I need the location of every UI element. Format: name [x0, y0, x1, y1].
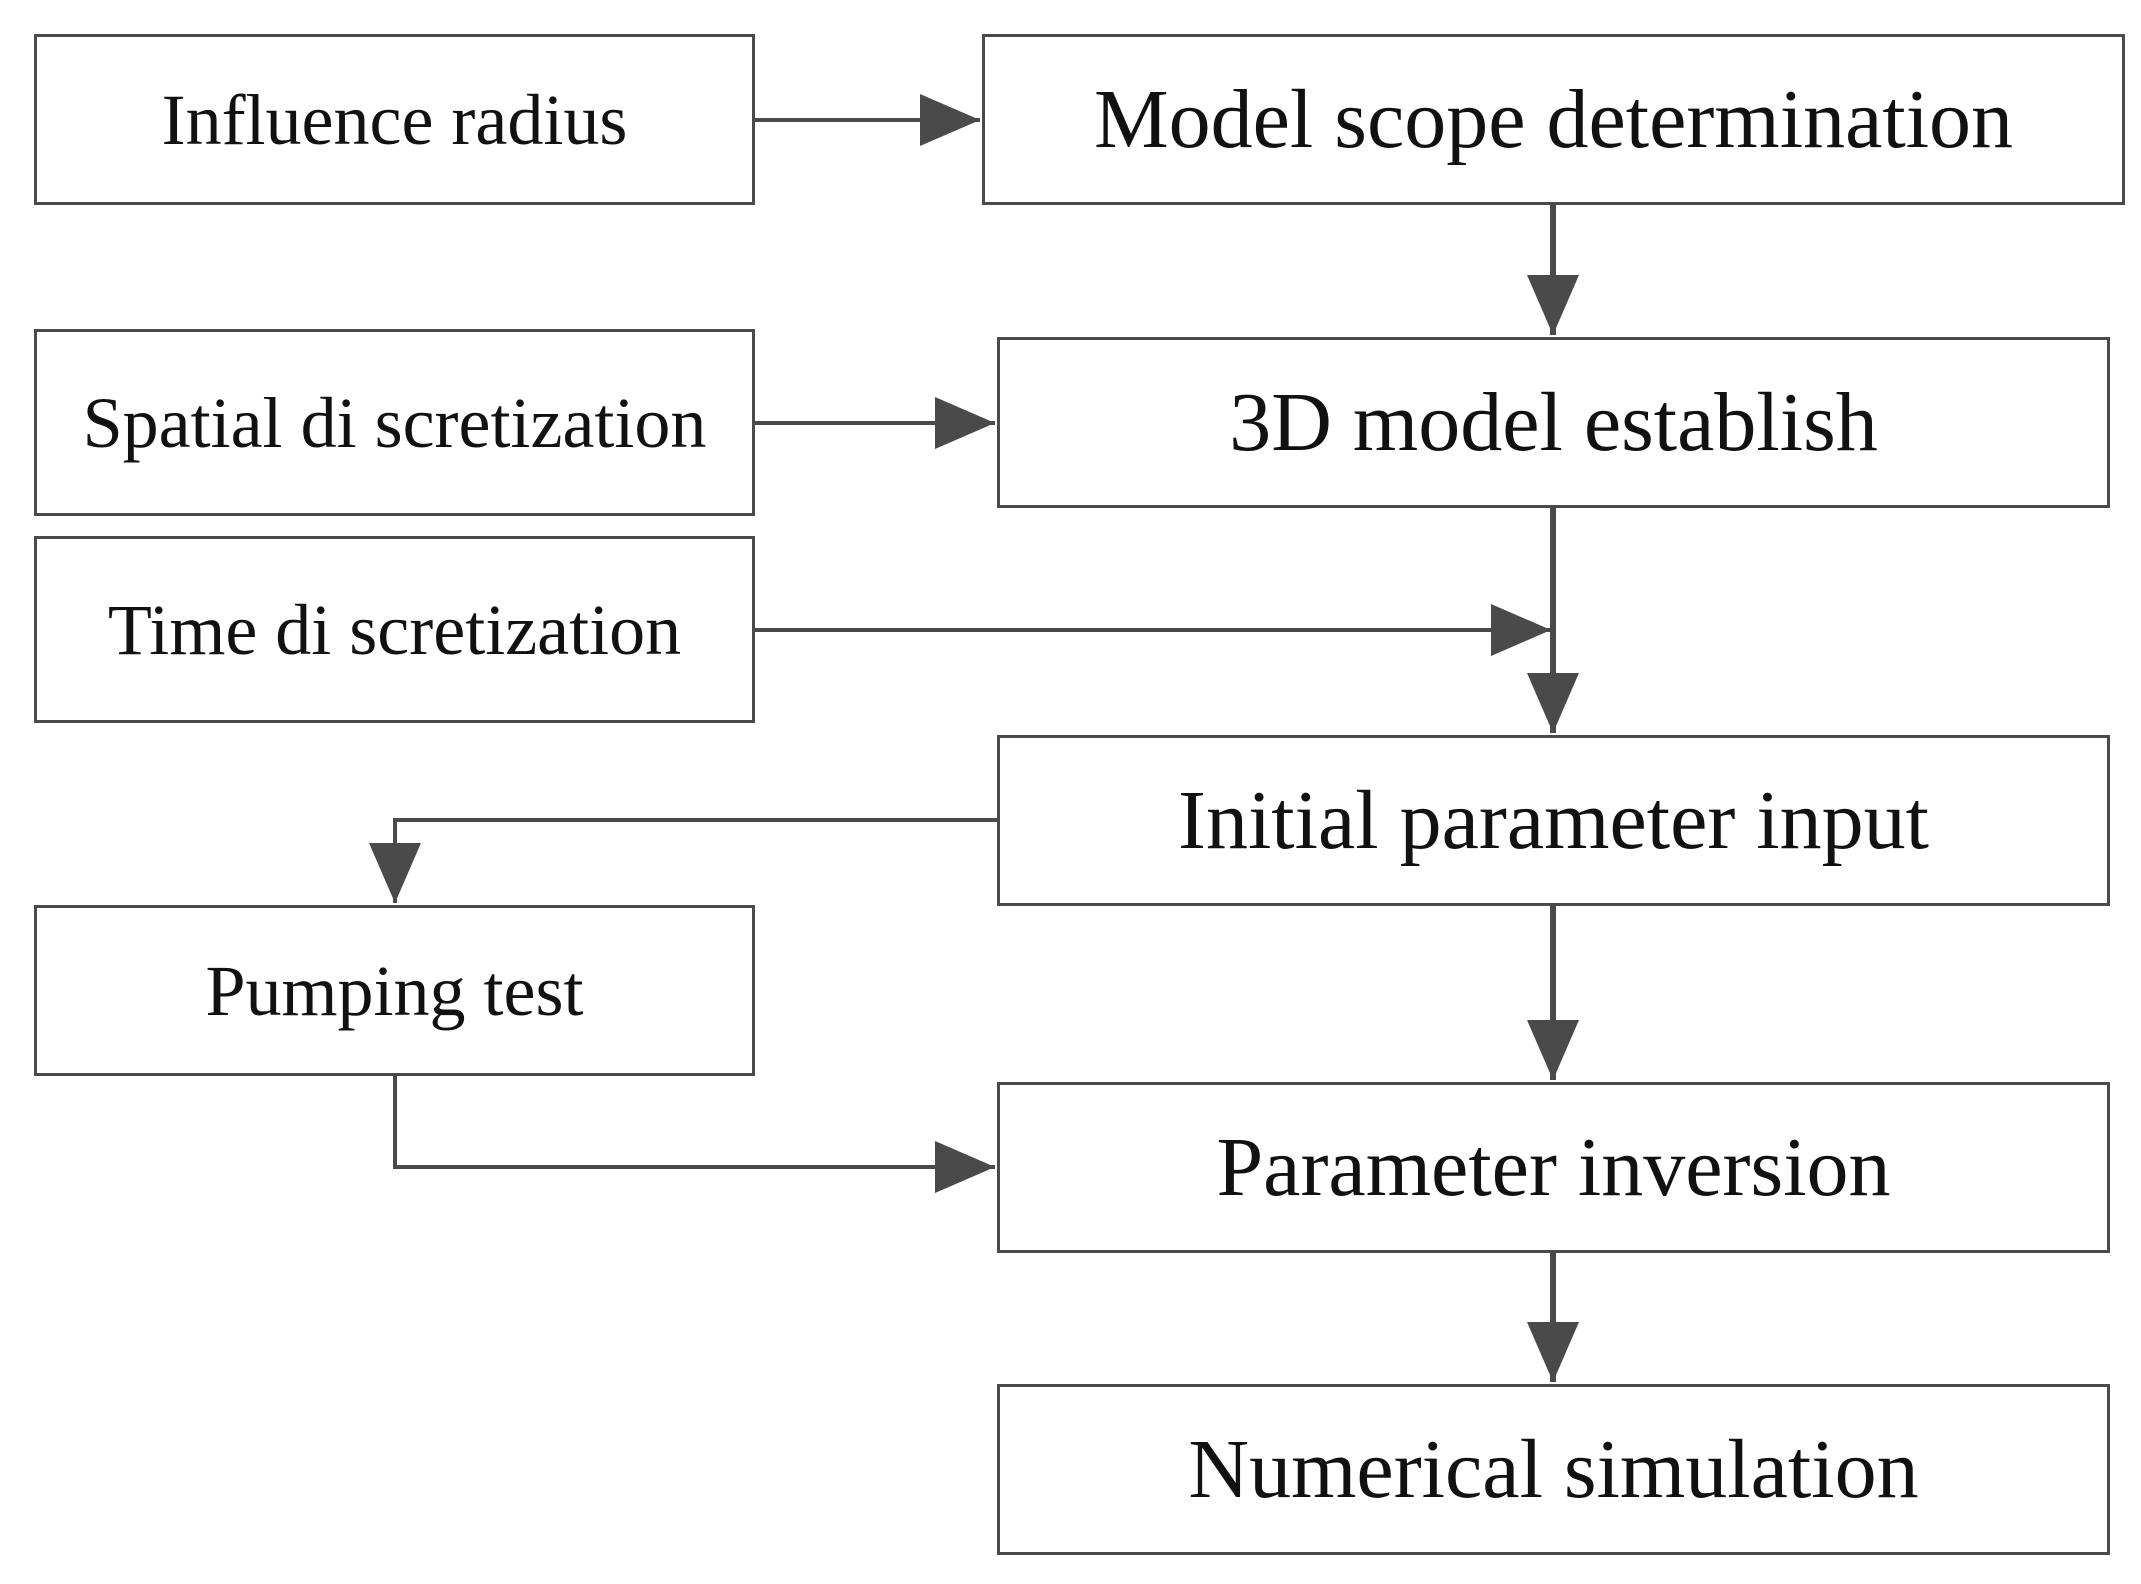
node-spatial-discretization: Spatial di scretization: [34, 329, 755, 516]
arrow-initial-to-pumping: [369, 818, 997, 903]
node-parameter-inversion: Parameter inversion: [997, 1082, 2110, 1253]
node-model-scope-determination: Model scope determination: [982, 34, 2125, 205]
node-label: Parameter inversion: [1216, 1120, 1891, 1214]
node-label: 3D model establish: [1229, 375, 1878, 469]
arrow-pumping-to-inversion: [393, 1076, 995, 1193]
node-time-discretization: Time di scretization: [34, 536, 755, 723]
node-label: Numerical simulation: [1188, 1422, 1919, 1516]
node-label: Initial parameter input: [1177, 773, 1930, 867]
node-label: Spatial di scretization: [82, 382, 707, 463]
node-initial-parameter-input: Initial parameter input: [997, 735, 2110, 906]
node-3d-model-establish: 3D model establish: [997, 337, 2110, 508]
node-pumping-test: Pumping test: [34, 905, 755, 1076]
node-influence-radius: Influence radius: [34, 34, 755, 205]
node-label: Pumping test: [205, 950, 584, 1031]
node-label: Influence radius: [161, 79, 628, 160]
node-label: Model scope determination: [1093, 72, 2014, 166]
node-numerical-simulation: Numerical simulation: [997, 1384, 2110, 1555]
node-label: Time di scretization: [107, 589, 682, 670]
